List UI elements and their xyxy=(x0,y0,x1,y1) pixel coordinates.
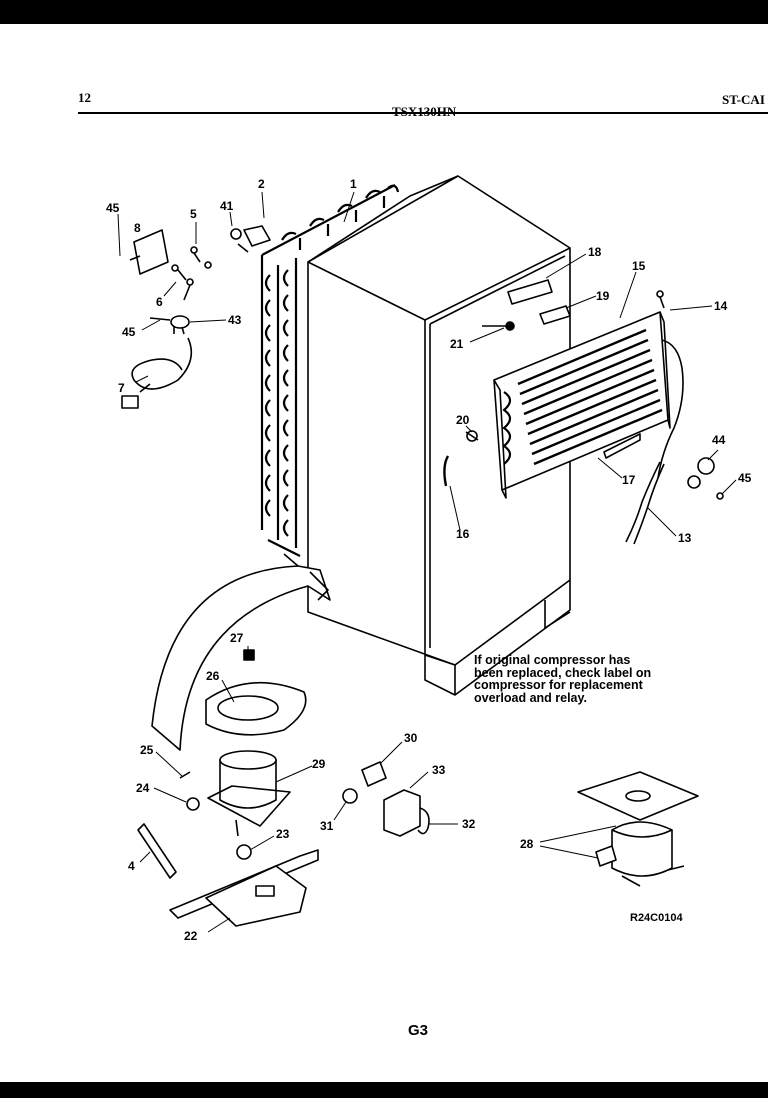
callout-28: 28 xyxy=(520,837,534,851)
base-rail xyxy=(169,849,319,927)
callout-17: 17 xyxy=(622,473,636,487)
thermostat-43 xyxy=(149,315,190,335)
callout-8: 8 xyxy=(134,221,141,235)
callout-1: 1 xyxy=(350,177,357,191)
relay-30 xyxy=(361,761,387,787)
capacitor-33 xyxy=(383,789,430,837)
callout-15: 15 xyxy=(632,259,646,273)
callout-43: 43 xyxy=(228,313,242,327)
overload-31 xyxy=(342,788,358,804)
grommet-20 xyxy=(465,430,479,442)
callout-24: 24 xyxy=(136,781,150,795)
callout-21: 21 xyxy=(450,337,464,351)
bracket-8 xyxy=(129,229,169,275)
screw-21 xyxy=(482,321,515,331)
callout-22: 22 xyxy=(184,929,198,943)
callout-20: 20 xyxy=(456,413,470,427)
callout-18: 18 xyxy=(588,245,602,259)
callout-32: 32 xyxy=(462,817,476,831)
callout-2: 2 xyxy=(258,177,265,191)
cabinet xyxy=(307,175,571,696)
callout-13: 13 xyxy=(678,531,692,545)
clips-5-6 xyxy=(171,246,212,301)
callout-14: 14 xyxy=(714,299,728,313)
callout-5: 5 xyxy=(190,207,197,221)
header-rule xyxy=(78,112,768,114)
callout-33: 33 xyxy=(432,763,446,777)
page-code: G3 xyxy=(408,1022,429,1039)
note-line: compressor for replacement xyxy=(474,678,643,692)
drawing-code: R24C0104 xyxy=(630,912,683,924)
condenser-coil xyxy=(260,184,400,557)
callout-45-top: 45 xyxy=(106,201,120,215)
callout-30: 30 xyxy=(404,731,418,745)
clip-14 xyxy=(656,290,665,309)
callout-16: 16 xyxy=(456,527,470,541)
drier xyxy=(137,823,177,879)
callout-26: 26 xyxy=(206,669,220,683)
model-number: TSX130HN xyxy=(392,104,456,120)
clip-19 xyxy=(539,305,571,325)
callout-31: 31 xyxy=(320,819,334,833)
callout-25: 25 xyxy=(140,743,154,757)
callout-45-left: 45 xyxy=(122,325,136,339)
callout-27: 27 xyxy=(230,631,244,645)
clamp-44 xyxy=(687,457,715,489)
shelf-clip-18 xyxy=(507,279,553,305)
page-number: 12 xyxy=(78,90,91,105)
screw-45 xyxy=(716,492,724,500)
heater-16 xyxy=(443,455,450,487)
drain-hose xyxy=(151,565,331,751)
relay-41-2 xyxy=(230,225,271,253)
evaporator xyxy=(493,311,684,499)
alternate-compressor xyxy=(577,771,699,887)
callout-23: 23 xyxy=(276,827,290,841)
callout-19: 19 xyxy=(596,289,610,303)
callout-44: 44 xyxy=(712,433,726,447)
power-cord-7 xyxy=(121,337,193,409)
note-line: been replaced, check label on xyxy=(474,665,652,680)
callout-7: 7 xyxy=(118,381,125,395)
drain-tube xyxy=(625,461,665,545)
compressor-note: If original compressor has been replaced… xyxy=(474,654,694,704)
leader-lines xyxy=(117,191,737,933)
note-line: overload and relay. xyxy=(474,690,588,705)
brand-label: ST-CAI xyxy=(722,92,765,107)
callout-6: 6 xyxy=(156,295,163,309)
callout-41: 41 xyxy=(220,199,234,213)
callout-29: 29 xyxy=(312,757,326,771)
callout-45-right: 45 xyxy=(738,471,752,485)
note-line: If original compressor has xyxy=(474,653,631,667)
callout-4: 4 xyxy=(128,859,135,873)
